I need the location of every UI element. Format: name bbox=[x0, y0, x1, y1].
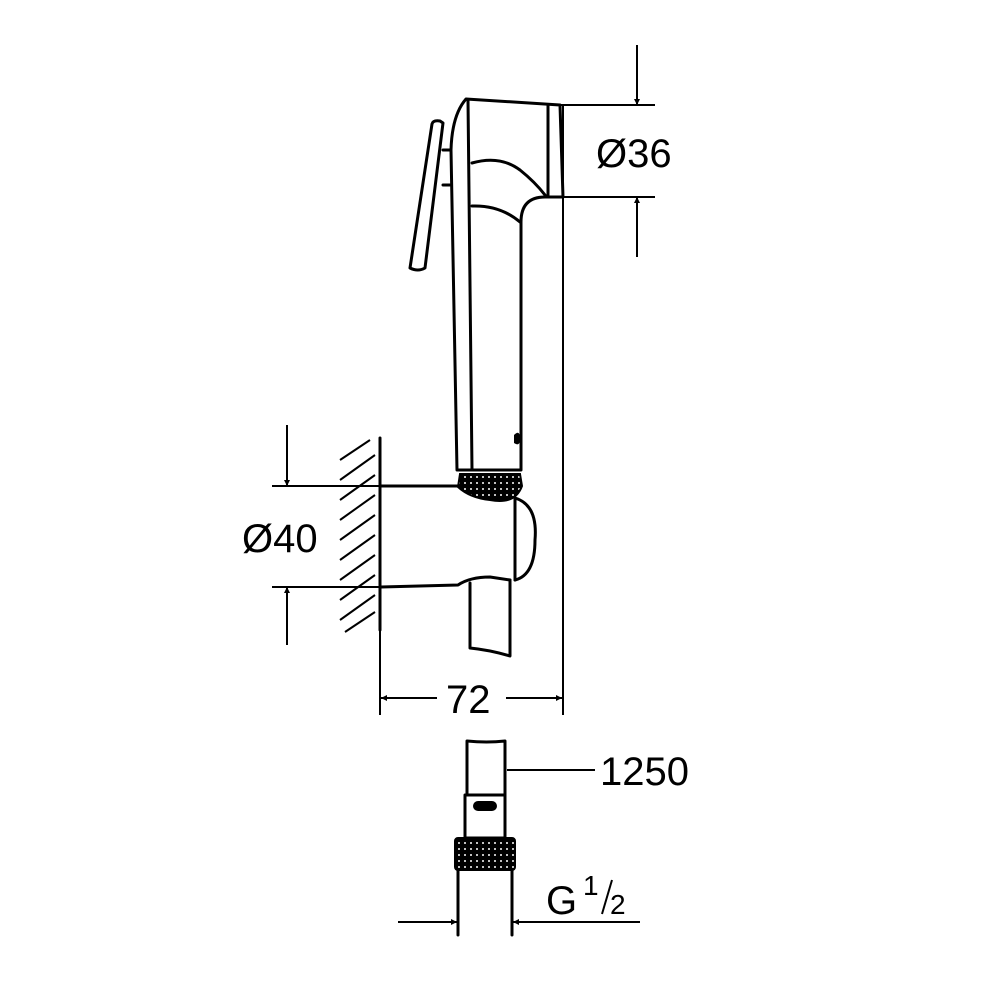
wall bbox=[339, 436, 382, 633]
label-projection: 72 bbox=[446, 678, 491, 722]
label-thread-numerator: 1 bbox=[583, 870, 599, 901]
wall-holder bbox=[378, 473, 537, 658]
hose-end bbox=[454, 739, 516, 937]
label-thread-denominator: 2 bbox=[610, 889, 626, 920]
dimension-handle-diameter: Ø36 bbox=[560, 45, 672, 715]
label-hose-length: 1250 bbox=[600, 750, 689, 794]
lever bbox=[408, 119, 445, 272]
label-holder-diameter: Ø40 bbox=[242, 517, 318, 561]
dimension-holder-diameter: Ø40 bbox=[242, 425, 380, 645]
dimension-projection: 72 bbox=[379, 630, 562, 722]
hand-shower bbox=[408, 97, 565, 472]
dimension-thread: G 1 2 bbox=[398, 870, 640, 925]
label-handle-diameter: Ø36 bbox=[596, 132, 672, 176]
dimension-hose-length: 1250 bbox=[507, 750, 689, 794]
label-thread-prefix: G bbox=[546, 879, 577, 923]
